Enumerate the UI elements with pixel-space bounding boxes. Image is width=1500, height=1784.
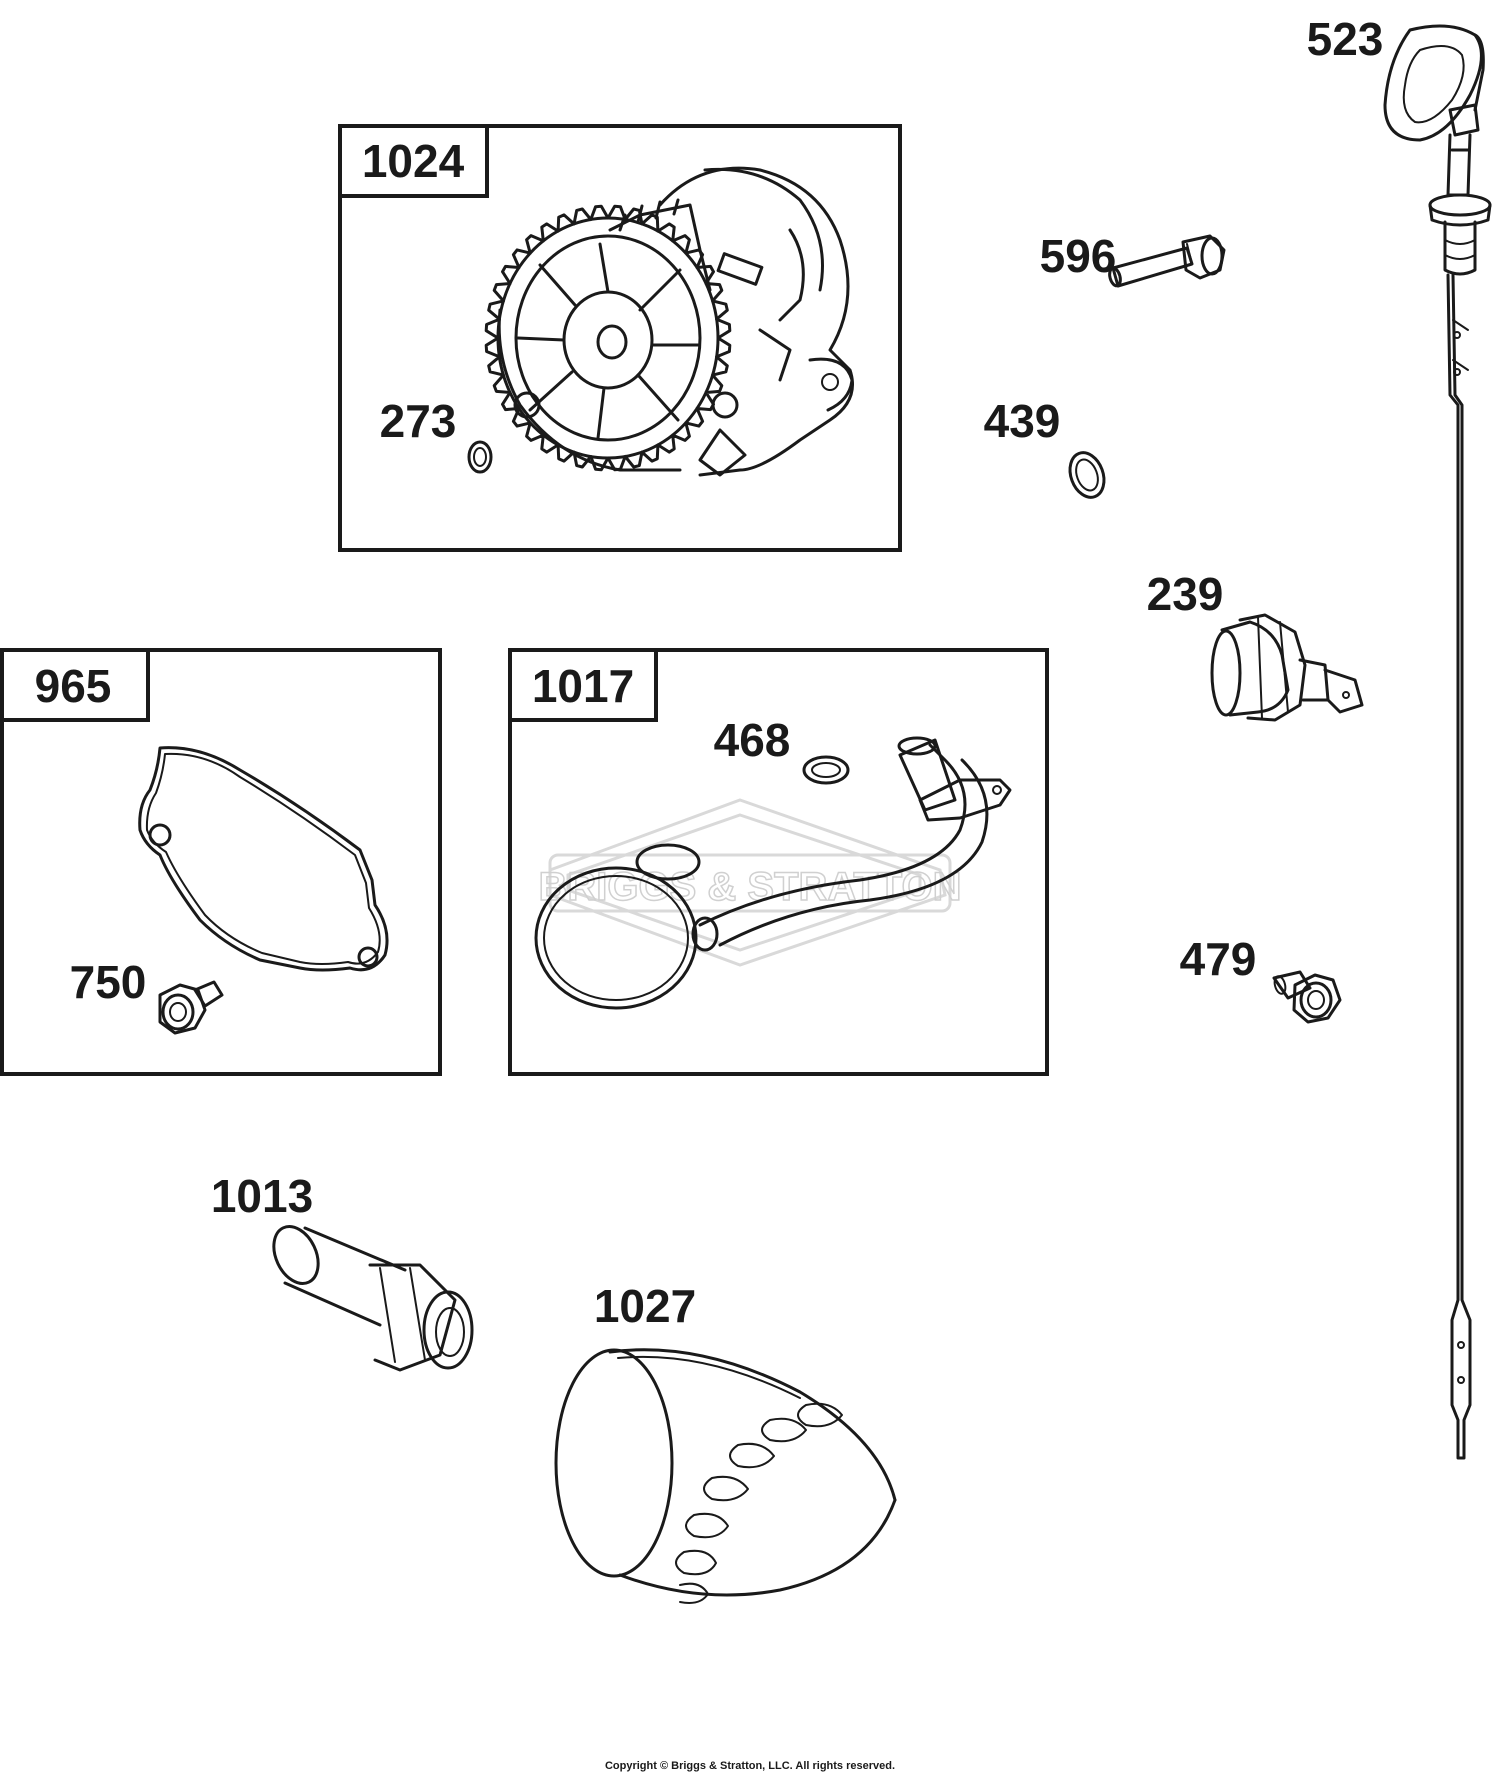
callout-1017[interactable]: 1017 [532,660,634,712]
callout-273[interactable]: 273 [380,395,457,447]
part-439-o-ring: 439 [984,395,1106,499]
part-1027-oil-filter: 1027 [554,1280,897,1604]
callout-523[interactable]: 523 [1307,13,1384,65]
oil-pump-drawing: 273 [380,166,854,477]
callout-965[interactable]: 965 [35,660,112,712]
brand-watermark: BRIGGS & STRATTON [538,798,962,967]
copyright-notice: Copyright © Briggs & Stratton, LLC. All … [604,1760,896,1772]
callout-468[interactable]: 468 [714,714,791,766]
part-239-pressure-switch: 239 [1147,568,1364,722]
callout-239[interactable]: 239 [1147,568,1224,620]
callout-1013[interactable]: 1013 [211,1170,313,1222]
kit-box-1024: 1024 [338,124,902,552]
callout-439[interactable]: 439 [984,395,1061,447]
part-523-dipstick: 523 [1307,13,1492,1460]
callout-750[interactable]: 750 [70,956,147,1008]
watermark-text: BRIGGS & STRATTON [539,865,962,909]
kit-box-965: 965 750 [0,648,442,1076]
callout-1027[interactable]: 1027 [594,1280,696,1332]
part-596-bolt: 596 [1040,230,1226,288]
part-479-screw: 479 [1180,933,1342,1024]
callout-596[interactable]: 596 [1040,230,1117,282]
part-1013-fitting: 1013 [211,1170,474,1372]
kit-box-1017: BRIGGS & STRATTON 1017 468 [508,648,1049,1076]
callout-479[interactable]: 479 [1180,933,1257,985]
callout-1024[interactable]: 1024 [362,135,465,187]
